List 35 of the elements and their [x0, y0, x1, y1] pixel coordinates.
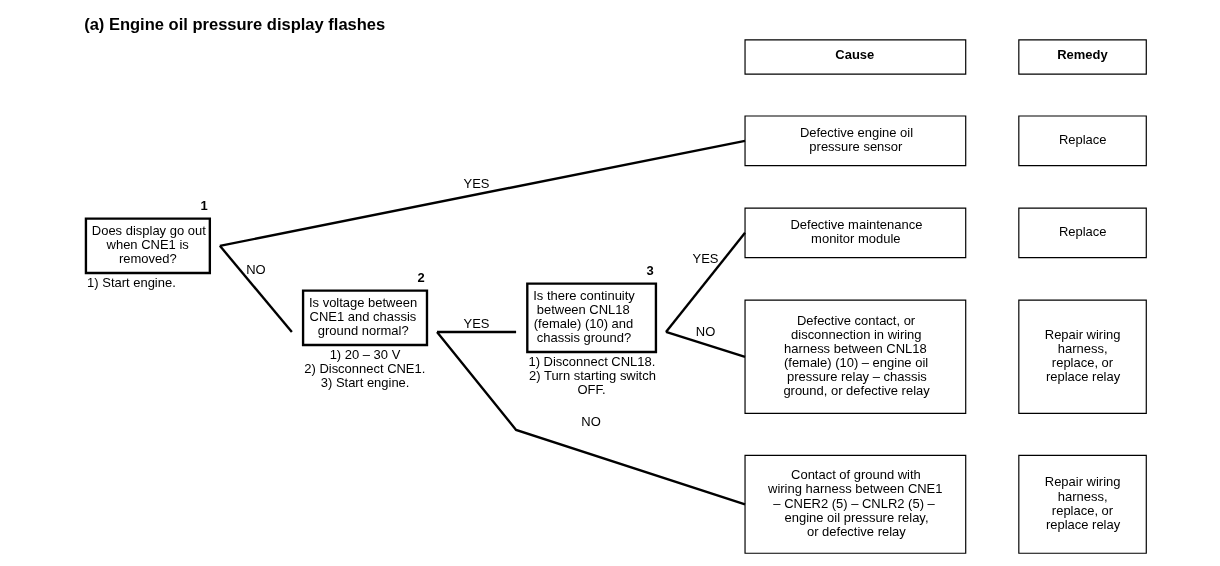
connector — [218, 245, 293, 333]
connector — [664, 232, 746, 333]
edge-label: YES — [692, 251, 718, 267]
node-label: 1) 20 – 30 V — [329, 346, 400, 362]
edge-label: NO — [580, 414, 601, 430]
label: Cause — [834, 47, 874, 63]
node-box: Contact of ground with wiring harness between CNE1 – CNER2 (5) – CNLR2 (5) – engine oil pressure relay, or defective relay — [743, 454, 966, 554]
connector — [435, 331, 745, 506]
node-label: 2) Disconnect CNE1. — [303, 361, 425, 377]
connector — [219, 139, 745, 247]
connector — [665, 330, 745, 358]
node-label: 3 — [645, 263, 654, 279]
node-label: 2) Turn starting switch OFF. — [528, 368, 656, 398]
diagram-title: (a) Engine oil pressure display flashes — [83, 14, 385, 34]
label: Remedy — [1056, 47, 1108, 63]
node-box: Replace — [1017, 115, 1147, 167]
edge-label: YES — [463, 175, 490, 191]
node-label: 3) Start engine. — [320, 375, 409, 391]
node-box: Is voltage between CNE1 and chassis ground normal? — [301, 289, 428, 347]
node-box: Repair wiring harness, replace, or replace relay — [1017, 299, 1147, 414]
node-label: 2 — [417, 270, 425, 286]
node-box: Repair wiring harness, replace, or replace relay — [1017, 454, 1147, 554]
node-label: 1 — [199, 198, 208, 214]
node-box: Defective engine oil pressure sensor — [743, 115, 966, 167]
edge-label: NO — [245, 261, 266, 277]
connector — [436, 330, 516, 334]
node-box: Does display go out when CNE1 is removed? — [84, 217, 211, 275]
edge-label: NO — [695, 324, 715, 340]
node-label: 1) Start engine. — [86, 274, 176, 290]
node-box: Replace — [1017, 207, 1147, 259]
node-box: Is there continuity between CNL18 (female) (10) and chassis ground? — [525, 282, 657, 354]
node-box: Defective contact, or disconnection in wiring harness between CNL18 (female) (10) – engine oil pressure relay – chassis ground, or defective relay — [743, 299, 966, 414]
node-label: 1) Disconnect CNL18. — [527, 353, 655, 369]
edge-label: YES — [463, 316, 490, 332]
node-box: Defective maintenance monitor module — [743, 207, 966, 259]
